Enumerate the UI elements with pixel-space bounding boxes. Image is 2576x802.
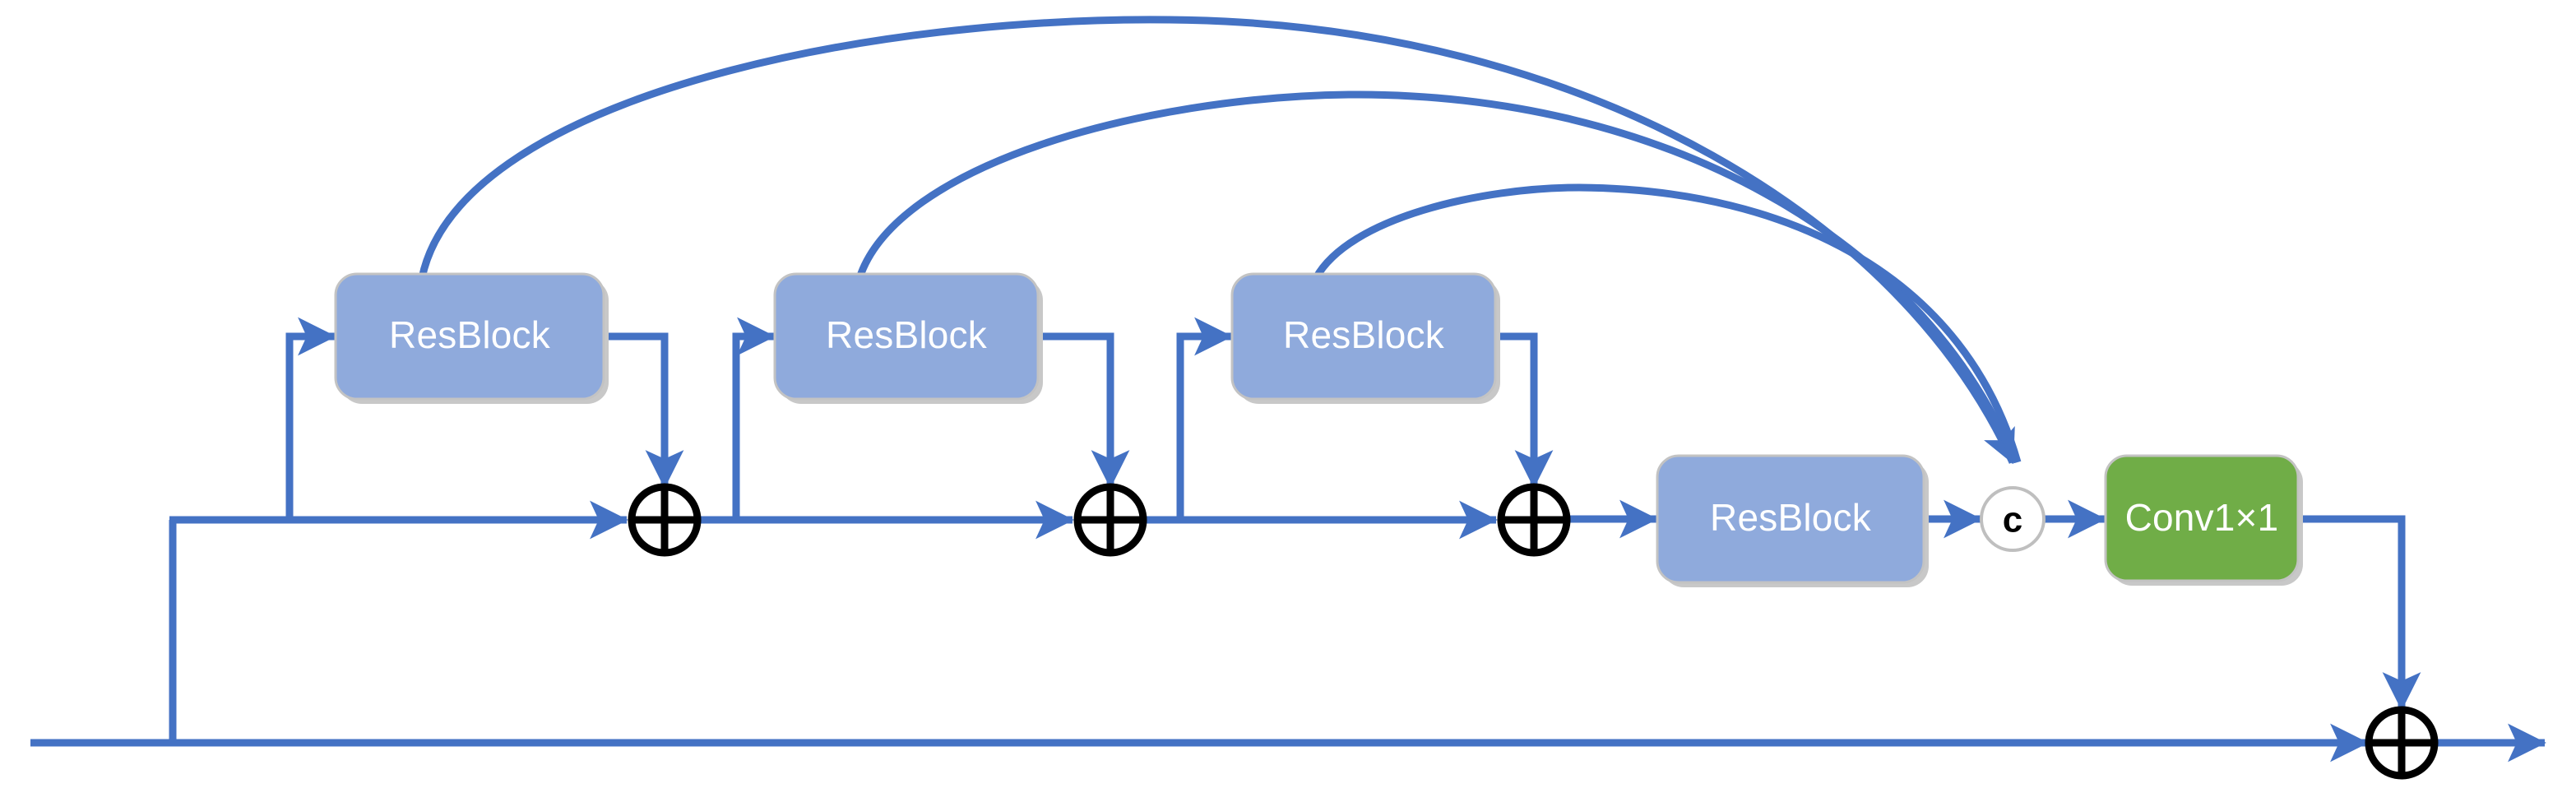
resblock-3-label: ResBlock [1283,313,1445,356]
resblock3-input-path [1176,317,1233,520]
resblock1-input-path [285,317,336,520]
operator-add-3[interactable] [1497,483,1571,557]
branch-resblock-2 [732,317,1130,520]
concat-label: c [2003,500,2022,540]
resblock-2-label: ResBlock [826,313,988,356]
operator-add-1[interactable] [628,483,702,557]
resblock-2-body[interactable] [773,272,1040,401]
conv1x1-body[interactable] [2104,454,2300,582]
conv-to-output [2298,515,2546,763]
concat-circle[interactable] [1980,486,2046,552]
skip-curve-2 [855,90,2019,464]
skip-curve-3 [1313,183,2022,464]
conv1x1-label: Conv1×1 [2125,496,2279,539]
block-resblock-4[interactable]: ResBlock [1656,454,1929,587]
resblock-1-label: ResBlock [389,313,551,356]
resblock-4-body[interactable] [1656,454,1925,584]
operator-concat[interactable]: c [1980,486,2046,552]
add-2-plus-icon [1077,487,1143,553]
branch-resblock-3 [1176,317,1554,520]
resblock-1-body[interactable] [334,272,605,401]
operator-add-2[interactable] [1073,483,1147,557]
add-3-plus-icon [1501,487,1567,553]
operator-add-output[interactable] [2365,706,2439,780]
resblock2-input-path [732,317,776,520]
add-1-plus-icon [632,487,697,553]
resblock3-output-path [1495,332,1554,489]
branch-resblock-1 [285,317,684,520]
conv-output-path [2298,515,2421,711]
main-trunk [169,499,2106,540]
skip-curve-1 [418,16,2017,465]
block-resblock-2[interactable]: ResBlock [773,272,1043,404]
add-out-plus-icon [2369,710,2435,776]
resblock2-output-path [1038,332,1130,489]
resblock-4-label: ResBlock [1710,496,1872,539]
resblock-3-body[interactable] [1230,272,1497,401]
block-resblock-3[interactable]: ResBlock [1230,272,1500,404]
resblock1-output-path [604,332,684,489]
dense-skip-curves [418,16,2022,465]
global-skip-connection [30,520,2369,763]
block-resblock-1[interactable]: ResBlock [334,272,609,404]
block-conv1x1[interactable]: Conv1×1 [2104,454,2303,586]
